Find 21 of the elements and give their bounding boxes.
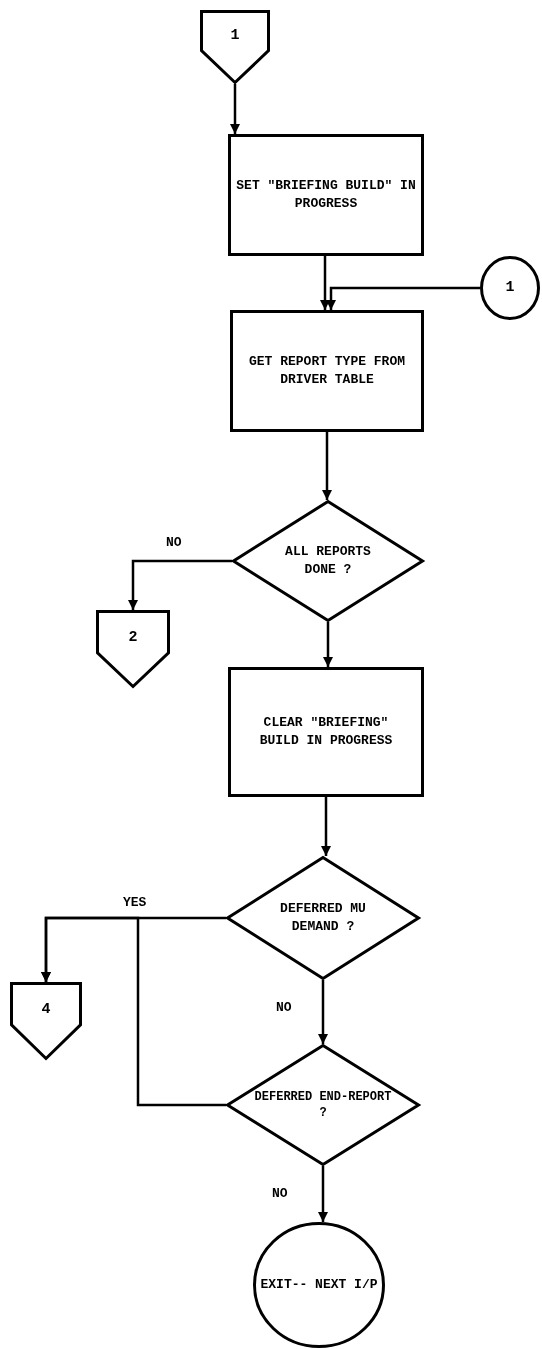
arrow <box>318 1166 328 1222</box>
node-label: DEFERRED END-REPORT ? <box>253 1088 393 1122</box>
arrow <box>318 980 328 1044</box>
node-label: SET "BRIEFING BUILD" IN PROGRESS <box>236 177 416 213</box>
node-label: 1 <box>505 277 515 298</box>
arrow <box>41 916 226 1107</box>
arrow <box>320 256 330 310</box>
node-label: 2 <box>128 627 138 648</box>
node-label: 4 <box>41 999 51 1020</box>
node-label: GET REPORT TYPE FROM DRIVER TABLE <box>248 353 406 389</box>
node-label: EXIT-- NEXT I/P <box>260 1276 378 1294</box>
node-label: ALL REPORTS DONE ? <box>284 543 372 579</box>
arrow <box>326 286 480 310</box>
node-label: DEFERRED MU DEMAND ? <box>279 900 367 936</box>
arrow <box>230 84 240 134</box>
node-label: CLEAR "BRIEFING" BUILD IN PROGRESS <box>258 714 394 750</box>
arrow <box>128 559 232 610</box>
arrow <box>322 432 332 500</box>
arrow <box>321 797 331 856</box>
arrow <box>323 622 333 667</box>
node-label: 1 <box>230 25 240 46</box>
